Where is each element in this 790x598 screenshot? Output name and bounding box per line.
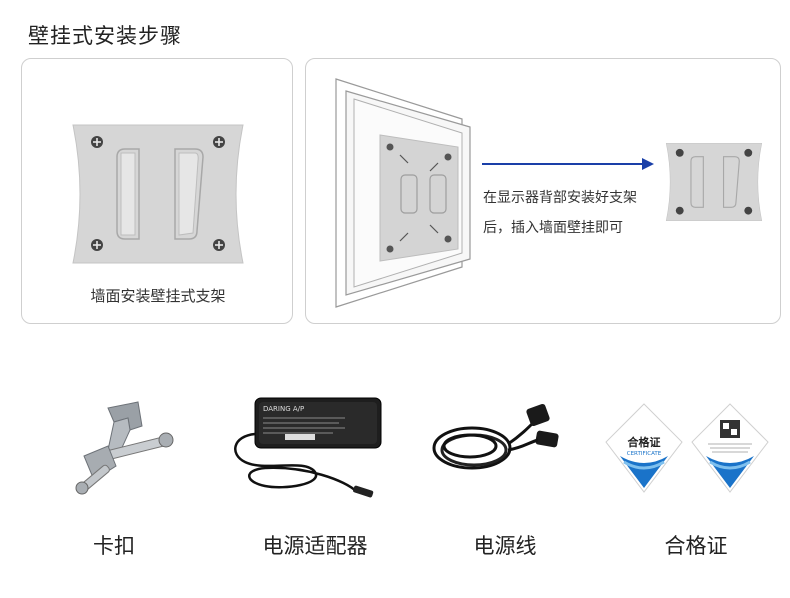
certificate-subtitle: CERTIFICATE: [627, 451, 662, 457]
step-mount-monitor-panel: 在显示器背部安装好支架后，插入墙面壁挂即可: [305, 58, 781, 324]
accessory-label-power-adapter: 电源适配器: [262, 534, 368, 558]
step-wall-bracket-panel: 墙面安装壁挂式支架: [21, 58, 293, 324]
adapter-brand-label: DARING A/P: [263, 405, 304, 413]
page-title: 壁挂式安装步骤: [28, 24, 182, 48]
clip-icon: [75, 401, 174, 495]
accessory-label-clip: 卡扣: [93, 534, 135, 558]
monitor-back-icon: [335, 78, 471, 308]
accessory-label-power-cable: 电源线: [473, 534, 537, 558]
wall-bracket-plate-icon: [72, 124, 244, 264]
bracket-plate-small-icon: [665, 142, 763, 222]
accessory-label-certificate: 合格证: [664, 534, 728, 558]
certificate-title: 合格证: [628, 435, 661, 449]
power-cable-icon: [432, 403, 559, 470]
power-adapter-icon: DARING A/P: [234, 397, 382, 498]
step-wall-bracket-caption: 墙面安装壁挂式支架: [90, 287, 226, 305]
mount-instruction-text: 在显示器背部安装好支架后，插入墙面壁挂即可: [483, 190, 637, 236]
arrow-right-icon: [482, 158, 654, 170]
certificate-icon: 合格证 CERTIFICATE: [605, 403, 769, 493]
